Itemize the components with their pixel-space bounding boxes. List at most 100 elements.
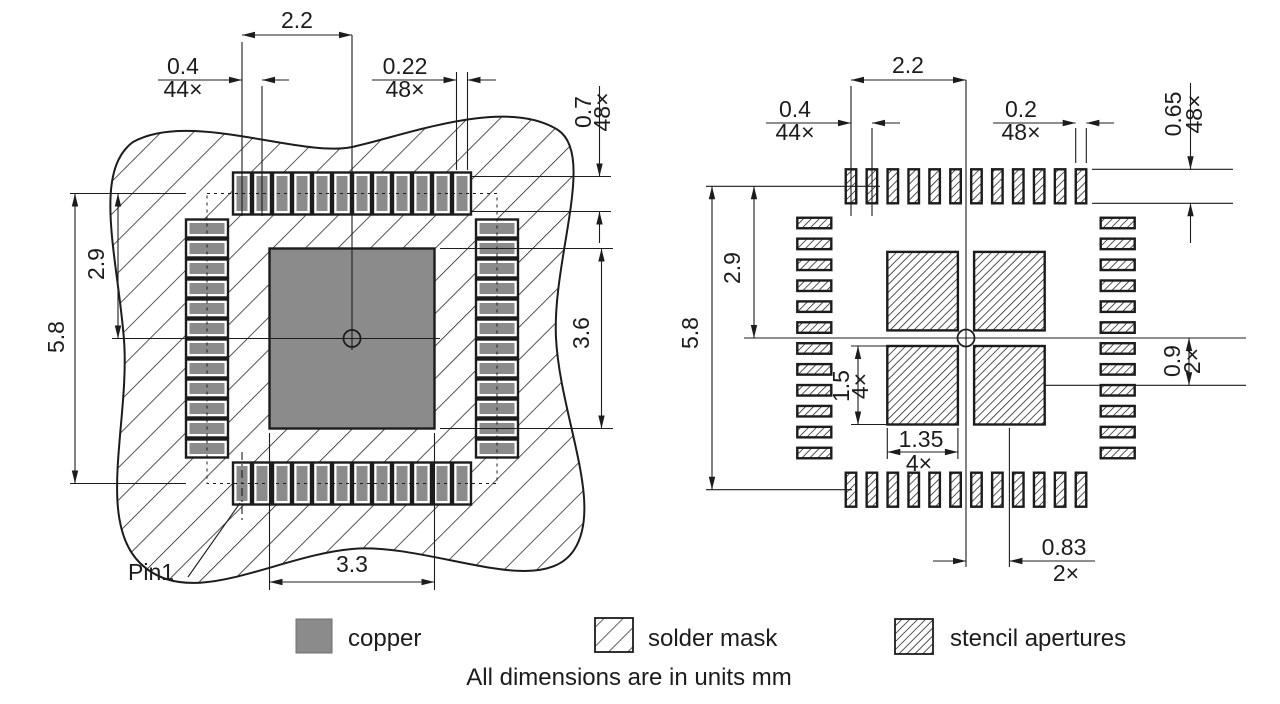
dim-label: 0.2 bbox=[1005, 96, 1037, 122]
stencil-aperture bbox=[796, 362, 833, 376]
dim-arrow bbox=[262, 76, 275, 84]
legend-stencil-label: stencil apertures bbox=[950, 625, 1126, 652]
legend-stencil-swatch bbox=[894, 618, 934, 655]
stencil-aperture bbox=[1099, 404, 1136, 418]
stencil-aperture bbox=[1099, 237, 1136, 251]
stencil-aperture bbox=[796, 342, 833, 355]
dim-arrow bbox=[1185, 338, 1193, 351]
copper-pad bbox=[416, 466, 428, 501]
dim-label: 0.4 bbox=[167, 53, 199, 79]
stencil-aperture bbox=[1099, 279, 1136, 293]
stencil-aperture bbox=[796, 446, 833, 460]
stencil-aperture bbox=[928, 471, 942, 508]
copper-pad bbox=[296, 466, 308, 501]
dim-label: 2.9 bbox=[719, 252, 745, 284]
paste-aperture bbox=[972, 344, 1046, 426]
dim-arrow bbox=[596, 163, 603, 177]
dim-arrow bbox=[598, 248, 605, 262]
dim-arrow bbox=[854, 411, 862, 425]
stencil-aperture bbox=[1099, 321, 1136, 334]
copper-pad bbox=[479, 323, 515, 334]
copper-pad bbox=[276, 176, 288, 211]
stencil-aperture bbox=[796, 258, 833, 272]
dim-label: 5.8 bbox=[43, 321, 69, 353]
stencil-aperture bbox=[1053, 168, 1067, 205]
dim-arrow bbox=[339, 31, 352, 39]
dim-arrow bbox=[443, 76, 457, 84]
dim-label: 0.9 bbox=[1159, 345, 1185, 377]
dim-arrow bbox=[953, 76, 966, 84]
stencil-aperture bbox=[1074, 471, 1088, 508]
dim-arrow bbox=[944, 448, 958, 456]
stencil-aperture bbox=[1011, 168, 1025, 205]
copper-pad bbox=[189, 383, 225, 394]
stencil-aperture bbox=[1099, 383, 1136, 397]
paste-aperture bbox=[972, 250, 1046, 332]
stencil-aperture bbox=[796, 425, 833, 439]
stencil-aperture bbox=[1099, 342, 1136, 355]
copper-pad bbox=[416, 176, 428, 211]
dim-label: 48× bbox=[385, 76, 424, 102]
copper-pad bbox=[189, 223, 225, 234]
copper-pad bbox=[296, 176, 308, 211]
copper-pad bbox=[316, 466, 328, 501]
stencil-aperture bbox=[928, 168, 942, 205]
stencil-view-dimensions: 5.82.92.20.444×0.248×0.6548×0.92×0.832×1… bbox=[677, 52, 1246, 586]
dim-arrow bbox=[708, 186, 716, 200]
stencil-view bbox=[744, 80, 1246, 567]
dim-label: 4× bbox=[906, 450, 932, 476]
stencil-aperture bbox=[907, 471, 921, 508]
dim-arrow bbox=[854, 346, 862, 359]
dim-label: 3.6 bbox=[568, 317, 594, 349]
dim-label: 3.3 bbox=[336, 551, 368, 577]
dim-arrow bbox=[598, 415, 605, 429]
stencil-aperture bbox=[1011, 471, 1025, 508]
dim-arrow bbox=[1185, 372, 1193, 386]
stencil-aperture bbox=[990, 471, 1004, 508]
dim-label: 1.5 bbox=[828, 370, 854, 402]
dim-label: 0.4 bbox=[779, 96, 811, 122]
stencil-aperture bbox=[1053, 471, 1067, 508]
dim-label: 0.7 bbox=[570, 96, 596, 128]
dim-arrow bbox=[1062, 119, 1076, 127]
dim-arrow bbox=[229, 76, 242, 84]
copper-pad bbox=[479, 303, 515, 314]
dim-label: 0.83 bbox=[1042, 534, 1087, 560]
stencil-aperture bbox=[886, 168, 900, 205]
copper-pad bbox=[189, 363, 225, 374]
dim-arrow bbox=[750, 186, 758, 200]
stencil-aperture bbox=[1099, 446, 1136, 460]
dim-label: 2.2 bbox=[892, 52, 924, 78]
legend-copper-label: copper bbox=[348, 625, 421, 652]
paste-aperture bbox=[886, 344, 960, 426]
units-note: All dimensions are in units mm bbox=[466, 664, 791, 691]
dim-arrow bbox=[242, 31, 255, 39]
dim-arrow bbox=[1009, 557, 1023, 565]
copper-mask-view bbox=[109, 35, 586, 584]
dim-arrow bbox=[596, 211, 603, 225]
stencil-aperture bbox=[796, 404, 833, 418]
copper-pad bbox=[479, 443, 515, 454]
dim-label: 1.35 bbox=[899, 426, 944, 452]
stencil-aperture bbox=[1074, 168, 1088, 205]
center-mark bbox=[342, 329, 362, 348]
dim-arrow bbox=[1187, 156, 1194, 170]
copper-pad bbox=[396, 176, 408, 211]
dim-arrow bbox=[71, 470, 79, 484]
copper-pad bbox=[436, 176, 448, 211]
dim-label: 44× bbox=[163, 76, 202, 102]
pin1-leader-line bbox=[187, 502, 241, 578]
dim-label: 0.65 bbox=[1160, 92, 1186, 137]
dim-arrow bbox=[708, 476, 716, 490]
stencil-aperture bbox=[1032, 471, 1046, 508]
stencil-aperture bbox=[1099, 216, 1136, 230]
stencil-aperture bbox=[796, 279, 833, 293]
stencil-aperture bbox=[970, 168, 983, 205]
dim-label: 2× bbox=[1053, 560, 1079, 586]
stencil-aperture bbox=[796, 216, 833, 230]
dim-arrow bbox=[269, 578, 283, 586]
dim-arrow bbox=[838, 119, 851, 127]
